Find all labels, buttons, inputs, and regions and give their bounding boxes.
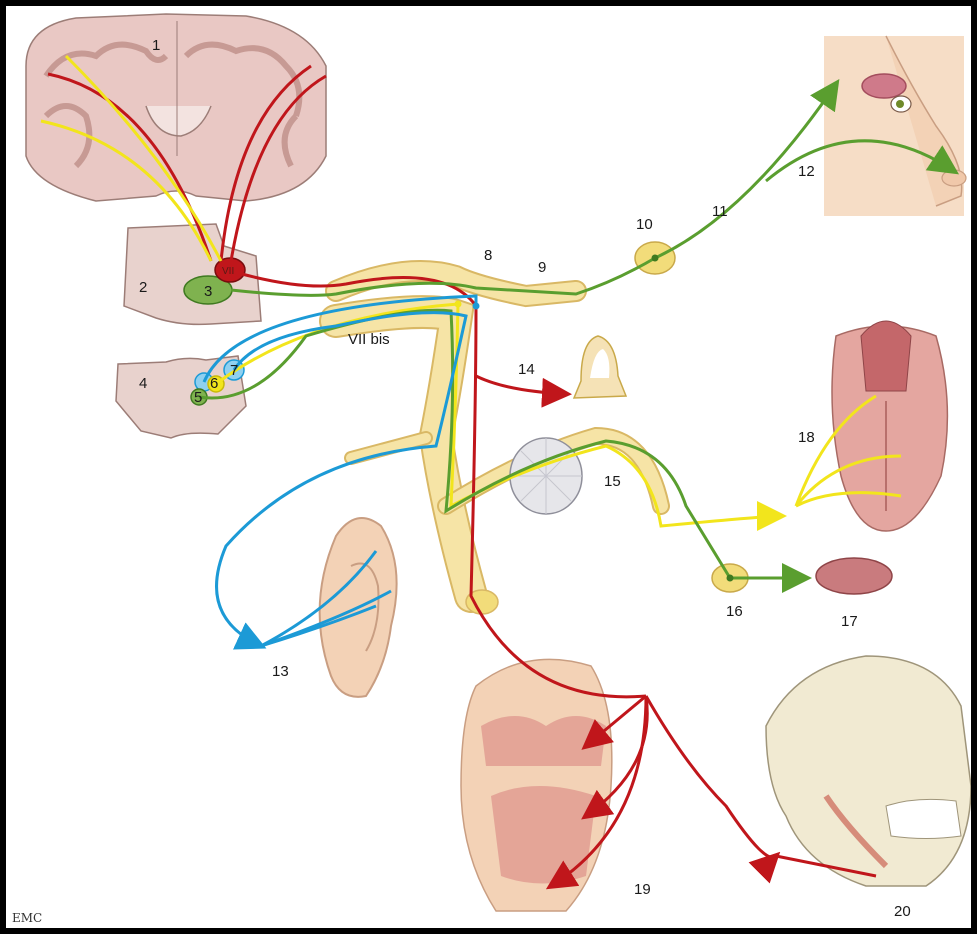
label-16: 16 [726,603,743,620]
label-14: 14 [518,361,535,378]
label-20: 20 [894,903,911,920]
label-vii: VII [222,266,234,277]
diagram-svg: 1 2 3 VII 4 5 6 7 VII bis 8 9 10 11 12 1… [6,6,971,928]
label-11: 11 [712,203,728,220]
label-10: 10 [636,216,653,233]
tympanic-membrane [510,438,582,514]
label-7: 7 [230,362,238,379]
brain-coronal-section [26,14,326,201]
label-3: 3 [204,283,212,300]
stapes-illustration [574,336,626,398]
face-profile-illustration [824,36,966,216]
label-9: 9 [538,259,546,276]
face-muscles-illustration [461,659,612,911]
label-2: 2 [139,279,147,296]
tongue-illustration [832,321,947,531]
label-15: 15 [604,473,621,490]
label-1: 1 [152,37,160,54]
facial-nerve-diagram: 1 2 3 VII 4 5 6 7 VII bis 8 9 10 11 12 1… [6,6,971,928]
label-13: 13 [272,663,289,680]
skull-illustration [766,656,971,886]
label-6: 6 [210,375,218,392]
label-8: 8 [484,247,492,264]
gland-17 [816,558,892,594]
label-12: 12 [798,163,815,180]
label-17: 17 [841,613,858,630]
label-5: 5 [194,389,202,406]
emc-logo: EMC [12,911,42,925]
label-19: 19 [634,881,651,898]
label-18: 18 [798,429,815,446]
label-vii-bis: VII bis [348,331,390,348]
pons-section [124,224,261,324]
label-4: 4 [139,375,147,392]
